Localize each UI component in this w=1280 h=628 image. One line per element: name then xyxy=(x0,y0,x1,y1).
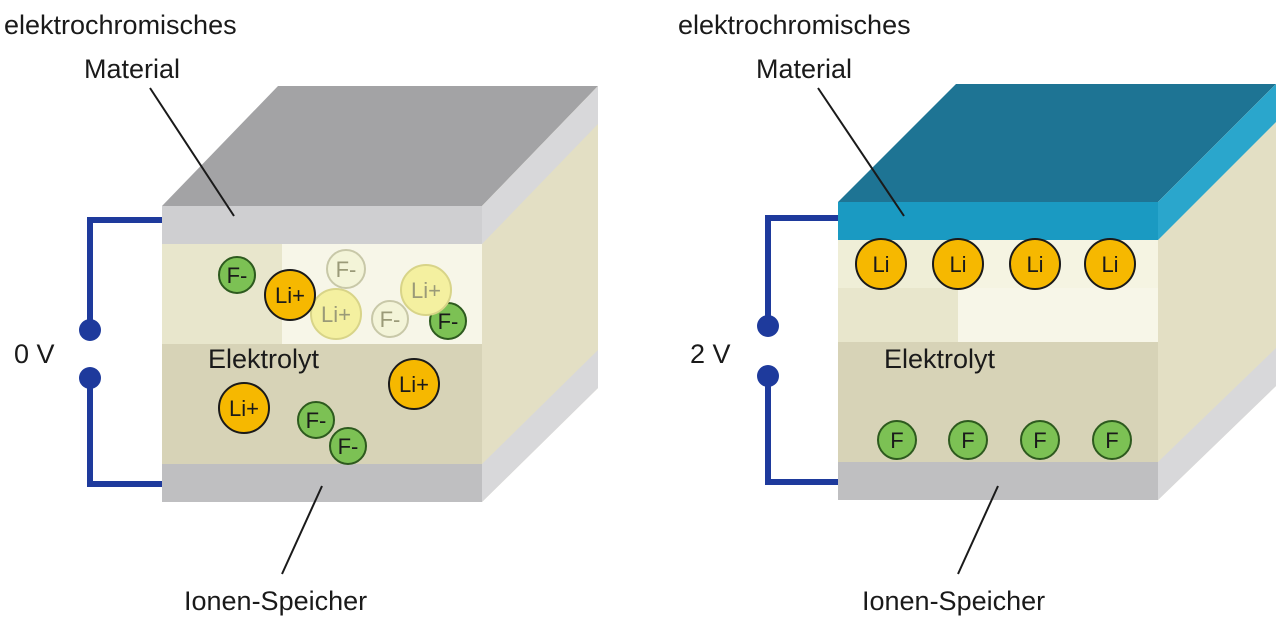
right-top-face xyxy=(838,84,1276,202)
left-ion-3: F- xyxy=(326,249,366,289)
right-bottom-label: Ionen-Speicher xyxy=(862,586,1045,616)
svg-text:Li: Li xyxy=(949,252,966,277)
right-terminal-bottom xyxy=(757,365,779,387)
right-electrolyte-label: Elektrolyt xyxy=(884,344,996,374)
right-li-ion-2: Li xyxy=(932,238,984,290)
right-ion-storage-front xyxy=(838,462,1158,500)
left-ion-6: Li+ xyxy=(400,264,452,316)
left-cell: F- F- Li+ F- F- Li+ Li+ Li+ xyxy=(4,10,598,616)
left-side-top-edge xyxy=(482,86,598,244)
svg-text:F: F xyxy=(961,428,974,453)
left-electrolyte-label: Elektrolyt xyxy=(208,344,320,374)
left-ion-11: F- xyxy=(329,427,367,465)
svg-text:Li+: Li+ xyxy=(399,372,429,397)
left-ion-8: Li+ xyxy=(388,358,440,410)
right-wire xyxy=(757,215,838,485)
right-li-ion-1: Li xyxy=(855,238,907,290)
right-voltage-label: 2 V xyxy=(690,339,731,369)
svg-text:F: F xyxy=(1033,428,1046,453)
right-top-label-line2: Material xyxy=(756,54,852,84)
left-terminal-bottom xyxy=(79,367,101,389)
left-top-leader-line xyxy=(149,87,235,217)
left-top-face xyxy=(162,86,598,206)
left-ion-4: Li+ xyxy=(310,288,362,340)
left-wire xyxy=(79,217,162,487)
svg-text:Li: Li xyxy=(1101,252,1118,277)
right-li-ion-4: Li xyxy=(1084,238,1136,290)
left-ion-2: Li+ xyxy=(264,269,316,321)
svg-text:Li: Li xyxy=(872,252,889,277)
right-terminal-top xyxy=(757,315,779,337)
svg-text:F-: F- xyxy=(338,434,359,459)
right-f-ion-4: F xyxy=(1092,420,1132,460)
svg-text:Li: Li xyxy=(1026,252,1043,277)
left-ion-9: Li+ xyxy=(218,382,270,434)
left-bottom-leader-line xyxy=(281,485,323,575)
svg-text:Li+: Li+ xyxy=(275,283,305,308)
right-top-label-line1: elektrochromisches xyxy=(678,10,911,40)
left-bottom-label: Ionen-Speicher xyxy=(184,586,367,616)
right-side-top-edge xyxy=(1158,84,1276,240)
left-terminal-top xyxy=(79,319,101,341)
right-cell: Li Li Li Li F F F F xyxy=(678,10,1276,616)
left-top-label-line2: Material xyxy=(84,54,180,84)
svg-text:F-: F- xyxy=(227,263,248,288)
right-f-ion-2: F xyxy=(948,420,988,460)
left-electrochromic-front xyxy=(162,206,482,244)
left-ion-5: F- xyxy=(371,300,409,338)
svg-text:F: F xyxy=(1105,428,1118,453)
left-side-bottom-edge xyxy=(482,350,598,502)
right-f-ion-1: F xyxy=(877,420,917,460)
left-ion-1: F- xyxy=(218,256,256,294)
right-electrochromic-front xyxy=(838,202,1158,240)
svg-text:F-: F- xyxy=(336,257,357,282)
left-voltage-label: 0 V xyxy=(14,339,55,369)
svg-text:F-: F- xyxy=(306,408,327,433)
left-top-label-line1: elektrochromisches xyxy=(4,10,237,40)
svg-text:Li+: Li+ xyxy=(411,278,441,303)
svg-text:Li+: Li+ xyxy=(321,302,351,327)
svg-text:Li+: Li+ xyxy=(229,396,259,421)
right-side-bottom-edge xyxy=(1158,348,1276,500)
svg-text:F-: F- xyxy=(438,309,459,334)
left-ion-storage-front xyxy=(162,464,482,502)
svg-text:F-: F- xyxy=(380,307,401,332)
left-ion-10: F- xyxy=(297,401,335,439)
right-f-ion-3: F xyxy=(1020,420,1060,460)
right-li-ion-3: Li xyxy=(1009,238,1061,290)
right-top-leader-line xyxy=(817,87,905,217)
right-bottom-leader-line xyxy=(957,485,999,575)
svg-text:F: F xyxy=(890,428,903,453)
